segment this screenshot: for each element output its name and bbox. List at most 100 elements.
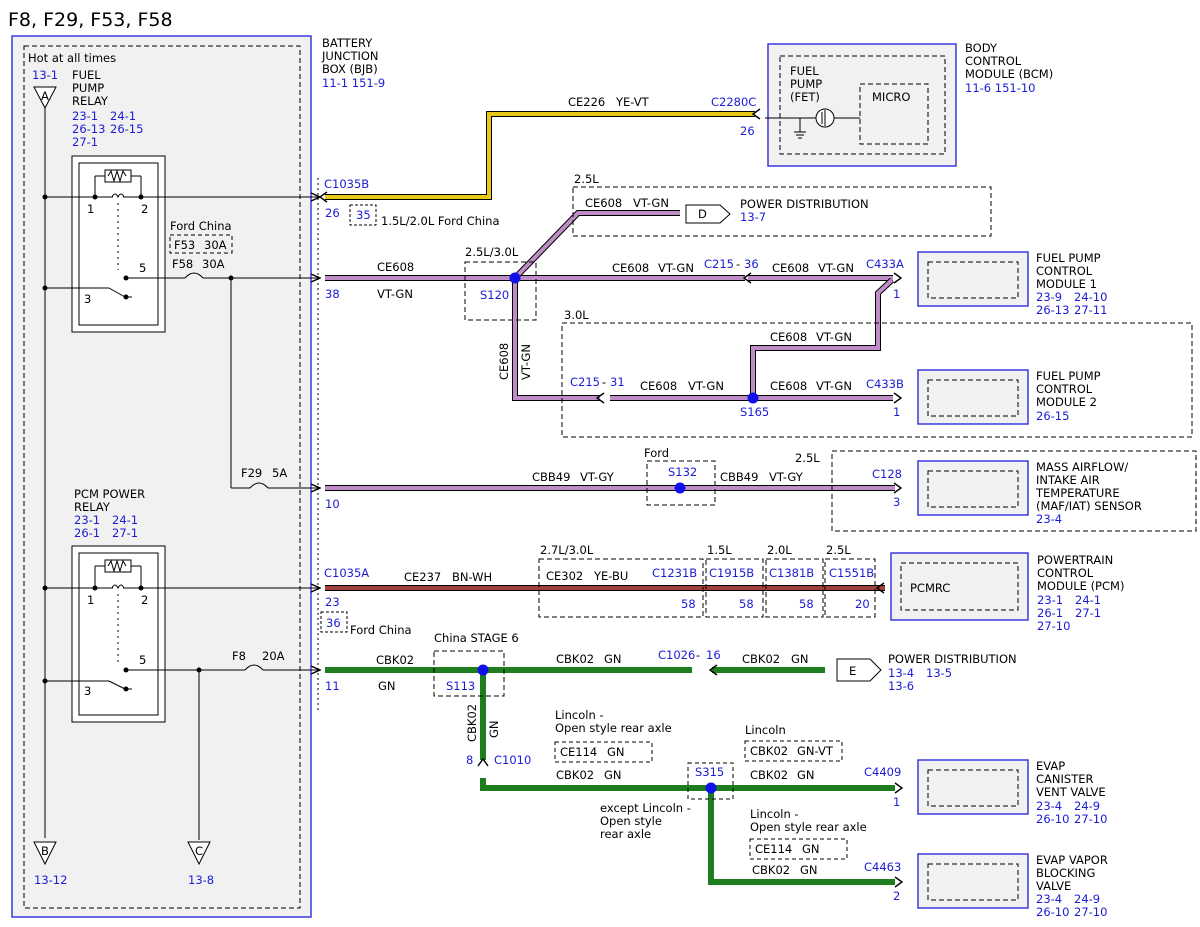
connector-c1035b: C1035B xyxy=(324,177,369,191)
wire-cbk02-block xyxy=(708,788,895,885)
wire-cbk02-evap xyxy=(480,778,895,791)
svg-text:CE608: CE608 xyxy=(640,379,677,393)
svg-text:26-15: 26-15 xyxy=(1036,409,1069,423)
svg-text:27-11: 27-11 xyxy=(1074,303,1107,317)
svg-text:PUMP: PUMP xyxy=(72,81,104,95)
svg-text:23-1: 23-1 xyxy=(1037,593,1063,607)
bjb-pin-35: 35 xyxy=(356,208,371,222)
svg-text:CBK02: CBK02 xyxy=(752,863,790,877)
connector-c1551b: C1551B xyxy=(829,566,874,580)
svg-text:VT-GY: VT-GY xyxy=(580,470,615,484)
svg-text:23-4: 23-4 xyxy=(1036,892,1062,906)
pcm-variant-option-4: 2.5L xyxy=(826,543,851,557)
svg-text:EVAP VAPOR: EVAP VAPOR xyxy=(1036,853,1108,867)
svg-text:MODULE 1: MODULE 1 xyxy=(1036,277,1097,291)
svg-text:RELAY: RELAY xyxy=(72,94,109,108)
ground-icon xyxy=(765,117,860,139)
svg-text:26-1: 26-1 xyxy=(74,526,100,540)
fuse-f53-option-box xyxy=(169,234,233,254)
svg-text:CANISTER: CANISTER xyxy=(1036,772,1093,786)
svg-text:CE114: CE114 xyxy=(560,745,597,759)
svg-text:CBK02: CBK02 xyxy=(750,744,788,758)
powertrain-control-module xyxy=(890,552,1029,621)
svg-text:RELAY: RELAY xyxy=(74,500,111,514)
svg-text:1: 1 xyxy=(87,202,94,216)
svg-text:VT-GN: VT-GN xyxy=(816,379,852,393)
svg-text:26-10: 26-10 xyxy=(1036,812,1069,826)
svg-text:23-9: 23-9 xyxy=(1036,290,1062,304)
offpage-a-letter: A xyxy=(41,89,49,103)
connector-c1231b: C1231B xyxy=(652,566,697,580)
svg-text:3: 3 xyxy=(84,292,91,306)
fuse-f53-label: F53 xyxy=(174,238,195,252)
svg-text:CONTROL: CONTROL xyxy=(1037,566,1094,580)
svg-text:58: 58 xyxy=(799,597,814,611)
s132-option: Ford xyxy=(644,446,669,460)
svg-text:2: 2 xyxy=(893,889,900,903)
svg-text:VALVE: VALVE xyxy=(1036,879,1071,893)
svg-text:GN: GN xyxy=(802,842,820,856)
wire-ce226 xyxy=(325,112,755,199)
svg-text:YE-BU: YE-BU xyxy=(593,569,628,583)
svg-text:8: 8 xyxy=(466,753,473,767)
bjb-pin-23: 23 xyxy=(325,595,340,609)
evap-vapor-blocking-valve xyxy=(917,853,1029,909)
fuse-f53-amp: 30A xyxy=(204,238,227,252)
svg-text:CONTROL: CONTROL xyxy=(1036,264,1093,278)
evap-vent-label: EVAP CANISTER VENT VALVE 23-4 24-9 26-10… xyxy=(1036,759,1107,826)
connector-c2280c: C2280C xyxy=(711,95,756,109)
svg-text:23-4: 23-4 xyxy=(1036,799,1062,813)
svg-text:11-1 151-9: 11-1 151-9 xyxy=(322,76,385,90)
svg-text:GN: GN xyxy=(607,745,625,759)
svg-text:EVAP: EVAP xyxy=(1036,759,1065,773)
svg-text:31: 31 xyxy=(610,375,625,389)
fuse-ford-china-label: Ford China xyxy=(170,219,232,233)
bcm-fet-label: FUEL xyxy=(790,64,819,78)
bjb-pin-35-note: 1.5L/2.0L Ford China xyxy=(381,214,500,228)
svg-text:CBK02: CBK02 xyxy=(742,652,780,666)
svg-text:CBK02: CBK02 xyxy=(465,704,479,742)
svg-text:CE237: CE237 xyxy=(404,570,441,584)
svg-text:26-1: 26-1 xyxy=(1037,606,1063,620)
svg-text:BN-WH: BN-WH xyxy=(452,570,492,584)
svg-text:-: - xyxy=(736,257,740,271)
svg-text:VT-GN: VT-GN xyxy=(377,287,413,301)
svg-text:23-4: 23-4 xyxy=(1036,512,1062,526)
svg-text:23-1: 23-1 xyxy=(74,513,100,527)
svg-text:FUEL: FUEL xyxy=(72,68,101,82)
svg-text:JUNCTION: JUNCTION xyxy=(321,49,379,63)
svg-text:26-13: 26-13 xyxy=(72,122,105,136)
offpage-e-connector xyxy=(836,658,882,682)
svg-text:13-7: 13-7 xyxy=(740,210,766,224)
svg-text:1: 1 xyxy=(893,287,900,301)
svg-text:GN: GN xyxy=(487,720,501,738)
svg-text:BATTERY: BATTERY xyxy=(322,36,373,50)
bcm-micro-label: MICRO xyxy=(872,90,910,104)
svg-text:CE608: CE608 xyxy=(772,261,809,275)
svg-text:VT-GY: VT-GY xyxy=(769,470,804,484)
offpage-b-triangle-icon xyxy=(33,841,57,866)
svg-text:POWERTRAIN: POWERTRAIN xyxy=(1037,553,1113,567)
svg-text:VT-GN: VT-GN xyxy=(818,261,854,275)
svg-text:VENT VALVE: VENT VALVE xyxy=(1036,785,1106,799)
maf-iat-sensor xyxy=(917,460,1029,516)
svg-text:-: - xyxy=(602,375,606,389)
s165-label: S165 xyxy=(740,405,769,419)
wire-ce608-crossover xyxy=(751,278,894,398)
svg-text:GN: GN xyxy=(604,768,622,782)
s120-label: S120 xyxy=(480,288,509,302)
s132-label: S132 xyxy=(668,465,697,479)
svg-text:VT-GN: VT-GN xyxy=(519,344,533,380)
svg-text:FUEL PUMP: FUEL PUMP xyxy=(1036,369,1101,383)
evap-block-label: EVAP VAPOR BLOCKING VALVE 23-4 24-9 26-1… xyxy=(1036,853,1108,919)
svg-text:36: 36 xyxy=(744,257,759,271)
note-lincoln-open-2: Lincoln - xyxy=(750,807,799,821)
svg-text:26-13: 26-13 xyxy=(1036,303,1069,317)
bjb-pin-11: 11 xyxy=(325,679,340,693)
s113-label: S113 xyxy=(446,679,475,693)
svg-text:VT-GN: VT-GN xyxy=(633,196,669,210)
svg-text:27-1: 27-1 xyxy=(1075,606,1101,620)
bjb-label: BATTERY JUNCTION BOX (BJB) 11-1 151-9 xyxy=(321,36,385,90)
option-box-d xyxy=(572,186,992,237)
